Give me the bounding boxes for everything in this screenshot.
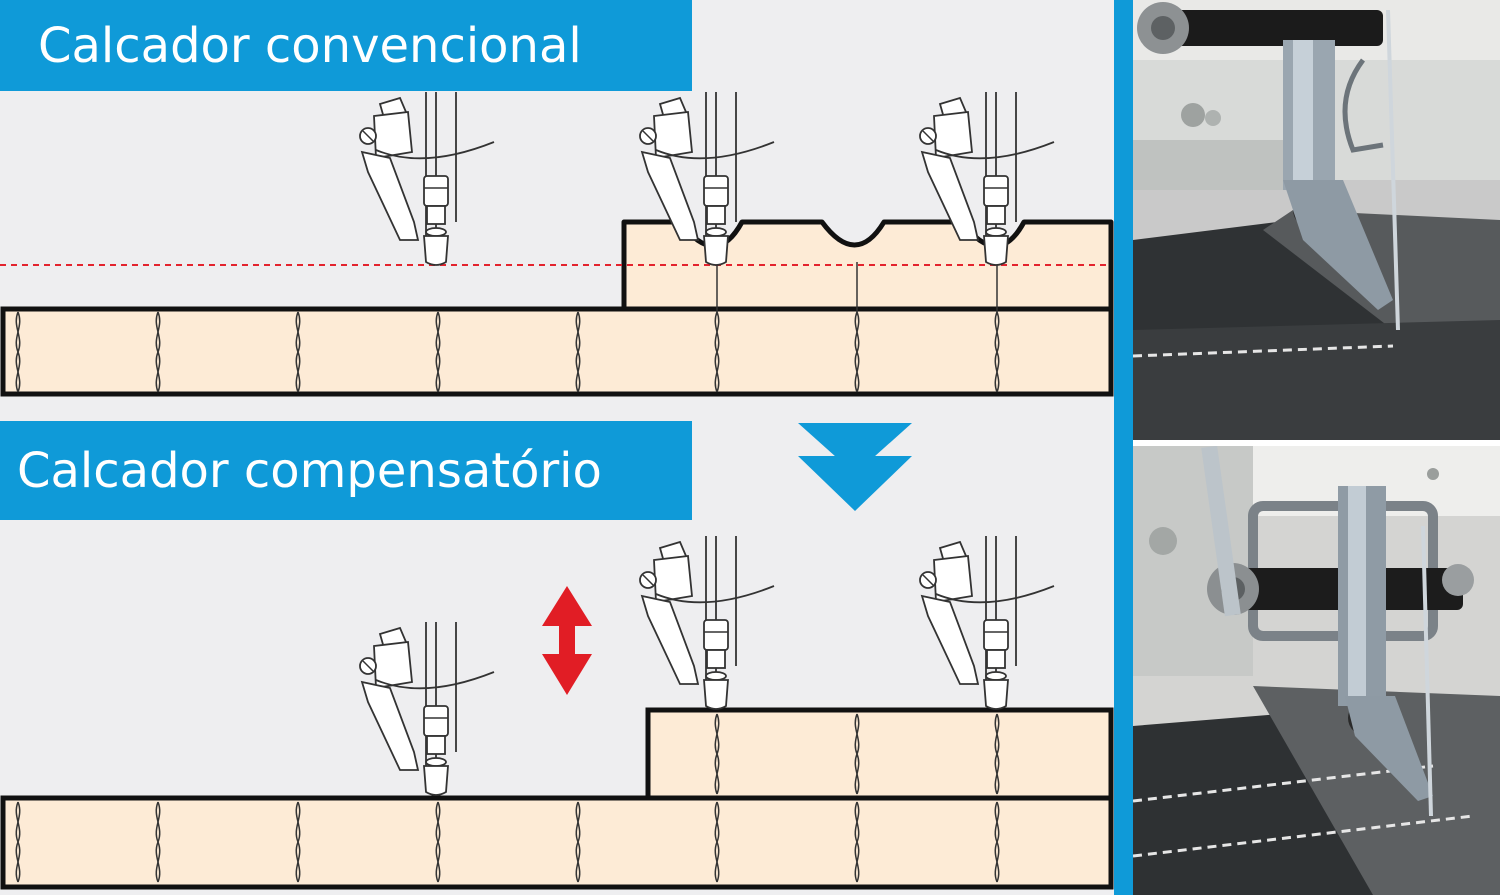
sewing-machine-compensating-foot-photo — [1133, 446, 1500, 895]
photo-divider — [1133, 440, 1500, 447]
presser-foot-6 — [919, 535, 1055, 710]
title-conventional: Calcador convencional — [0, 0, 692, 91]
sewing-machine-presser-foot-photo — [1133, 0, 1500, 446]
down-chevron-arrow-icon — [798, 423, 912, 511]
diagram-canvas — [0, 91, 1114, 890]
presser-foot-4 — [359, 621, 495, 796]
presser-foot-1 — [359, 91, 495, 266]
upper-fabric-layer-bottom — [645, 707, 1114, 801]
base-fabric-layer-bottom — [0, 795, 1114, 890]
stitch-lines-top — [15, 262, 1000, 393]
presser-foot-5 — [639, 535, 775, 710]
diagram-panel: Calcador convencional Calcador compensat… — [0, 0, 1114, 895]
title-compensating: Calcador compensatório — [0, 421, 692, 520]
base-fabric-layer-top — [0, 306, 1114, 397]
up-down-arrow-icon — [542, 586, 592, 695]
vertical-divider — [1114, 0, 1133, 895]
